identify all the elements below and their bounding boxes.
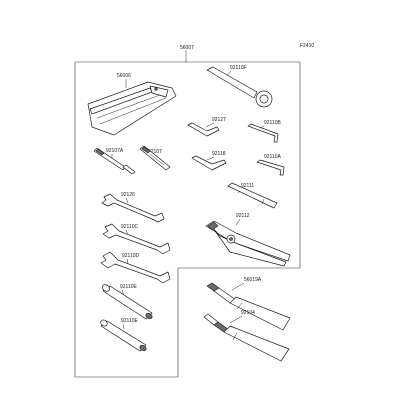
label-extension-bar: 92111 (241, 183, 254, 189)
label-screwdriver-grip: 92107 (148, 149, 162, 155)
wrench-92110c: 92110C (102, 223, 171, 255)
label-box-wrench-short: 92110E (121, 318, 139, 324)
assembly-number: 56007 (180, 45, 194, 51)
figure-code: F2410 (300, 43, 314, 49)
hex-wrench-92127: 92127 (187, 117, 226, 137)
label-wrench-92110d: 92110D (122, 253, 140, 259)
hex-wrench-92110a: 92110A (256, 154, 285, 176)
label-screwdriver-bit: 92107A (106, 148, 124, 154)
sealant-tube: 92104 (203, 310, 290, 362)
screwdriver-grip: 92107 (139, 145, 171, 171)
screwdriver-bit: 92107A (93, 147, 136, 175)
label-hex-wrench-92118: 92118 (212, 151, 226, 157)
tool-bag: 56006 (87, 73, 177, 136)
extension-bar: 92111 (227, 182, 278, 209)
label-sealant-tube: 92104 (241, 310, 255, 316)
label-tool-bag: 56006 (117, 73, 131, 79)
label-hex-wrench-92110a: 92110A (264, 154, 282, 160)
assembly-frame: 56007 (74, 45, 301, 378)
wrench-92110d: 92110D (100, 251, 171, 284)
box-wrench-short: 92110E (100, 318, 147, 352)
label-ring-wrench: 92110F (230, 65, 247, 71)
grease-tube: 56019A (206, 277, 291, 331)
hex-wrench-92118: 92118 (191, 151, 227, 171)
label-wrench-92126: 92126 (121, 192, 135, 198)
hex-wrench-92110b: 92110B (247, 120, 282, 143)
label-hex-wrench-92127: 92127 (212, 117, 226, 123)
label-hex-wrench-92110b: 92110B (264, 120, 282, 126)
label-pliers: 92112 (236, 213, 250, 219)
ring-wrench: 92110F (206, 65, 273, 108)
wrench-92126: 92126 (101, 192, 165, 223)
box-wrench-long: 92110E (101, 284, 153, 320)
label-box-wrench-long: 92110E (120, 284, 138, 290)
pliers: 92112 (205, 213, 291, 267)
label-wrench-92110c: 92110C (121, 224, 139, 230)
label-grease-tube: 56019A (244, 277, 262, 283)
